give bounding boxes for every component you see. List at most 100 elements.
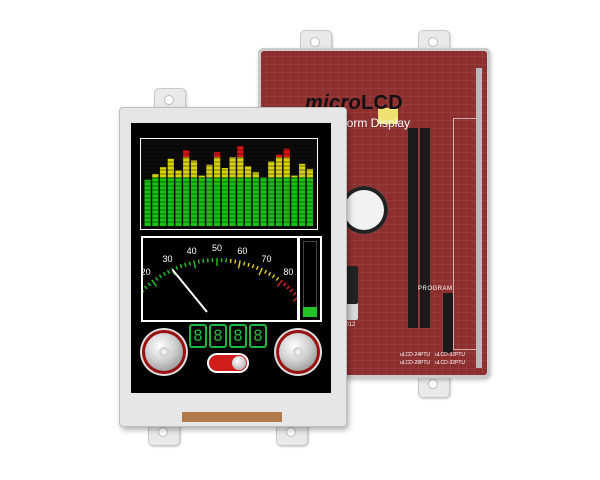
program-header [443,293,453,353]
vu-tick [202,258,205,263]
vu-tick [255,265,259,271]
segment-digit: 8 [229,324,247,348]
vu-tick [154,276,159,281]
spectrum-bar [275,177,283,226]
spectrum-bar [206,177,213,226]
spectrum-bar [252,172,259,178]
vu-tick [162,271,166,277]
spectrum-bar [221,168,228,178]
vu-meter: 0102030405060708090100 [141,236,299,322]
spectrum-bar [237,157,244,178]
spectrum-bar [183,150,190,158]
spectrum-bar [214,152,221,158]
toggle-switch[interactable] [209,355,247,371]
vu-needle [171,269,208,313]
model-label: uLCD-32PTU [435,360,466,366]
pin-header-left [408,128,418,328]
vu-tick [193,260,197,269]
vu-tick [292,291,297,296]
board-year: 2012 [342,322,356,328]
spectrum-bar [306,177,313,226]
spectrum-bar [306,168,313,178]
spectrum-bar [167,158,174,178]
model-label: uLCD-24PTU [400,352,431,358]
spectrum-bar [237,177,244,226]
spectrum-bar [237,146,244,158]
vu-tick [286,285,291,290]
vu-tick [188,261,191,266]
vu-tick [229,258,232,263]
program-label: PROGRAM [418,286,453,292]
vu-tick [276,279,283,287]
spectrum-bars [141,145,317,226]
spectrum-bar [152,173,159,178]
segment-digit: 8 [189,324,207,348]
flex-cable [182,412,282,422]
vu-tick [258,267,263,276]
spectrum-bar [206,164,213,178]
vu-tick [282,282,287,287]
spectrum-bar [214,177,221,226]
spectrum-bar [275,154,283,158]
vu-scale-label: 50 [212,243,222,253]
vu-tick [166,269,170,274]
vu-tick [292,296,297,302]
vu-scale-label: 70 [261,254,271,264]
spectrum-bar [198,175,205,178]
vu-tick [179,264,183,269]
vu-tick [264,269,268,274]
spectrum-bar [291,177,298,226]
toggle-knob [232,356,246,370]
left-knob[interactable] [145,333,183,371]
vu-tick [151,279,158,287]
vu-meter-dial: 0102030405060708090100 [143,243,297,313]
spectrum-bar [283,177,290,226]
spectrum-bar [229,157,236,178]
vu-tick [243,261,246,266]
vu-scale-label: 30 [162,254,172,264]
spectrum-bar [198,177,205,226]
vu-tick [175,265,179,271]
model-label: uLCD-32PTU [435,352,466,358]
spectrum-bar [291,175,298,178]
vu-tick [247,262,250,267]
spectrum-bar [144,179,151,226]
volume-slider[interactable] [298,236,322,322]
spectrum-bar [183,177,190,226]
vu-tick [234,259,237,264]
round-component [340,186,388,234]
spectrum-bar [244,166,252,178]
vu-scale-label: 20 [143,267,151,277]
spectrum-analyzer [140,138,318,230]
vu-scale-label: 80 [283,267,293,277]
vu-tick [197,259,200,264]
spectrum-bar [167,177,174,226]
right-knob[interactable] [279,333,317,371]
vu-tick [275,276,280,281]
spectrum-bar [268,161,275,178]
model-label: uLCD-28PTU [400,360,431,366]
seven-segment-display: 8 8 8 8 [189,322,267,348]
spectrum-bar [175,170,182,178]
pcb-side-rail [476,68,482,368]
spectrum-bar [244,177,252,226]
vu-tick [147,282,152,287]
vu-tick [289,288,294,293]
spectrum-bar [159,167,167,178]
spectrum-bar [175,177,182,226]
pin-header-right [420,128,430,328]
component [378,108,398,124]
vu-tick [184,262,187,267]
slider-fill [303,307,317,317]
spectrum-bar [275,157,283,178]
segment-digit: 8 [249,324,267,348]
spectrum-bar [299,163,306,178]
slider-track [303,241,317,317]
silkscreen-box [453,118,477,350]
spectrum-bar [299,177,306,226]
spectrum-bar [152,177,159,226]
spectrum-bar [268,177,275,226]
spectrum-bar [214,157,221,178]
spectrum-bar [283,148,290,158]
vu-scale-label: 40 [187,246,197,256]
